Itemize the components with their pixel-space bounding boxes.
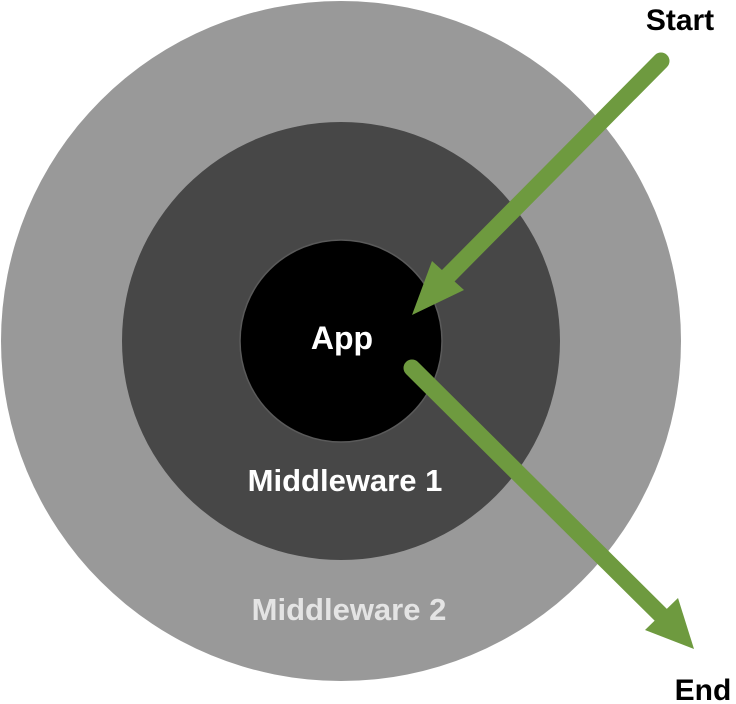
response-arrow-head <box>645 598 694 649</box>
request-arrow-shaft <box>439 52 670 285</box>
end-label: End <box>675 674 732 704</box>
app-core <box>239 239 443 443</box>
request-arrow-head <box>412 261 464 315</box>
middleware-2-label: Middleware 2 <box>252 592 447 627</box>
start-label: Start <box>646 4 714 37</box>
response-arrow-shaft <box>403 359 672 626</box>
app-label: App <box>311 320 373 356</box>
middleware-1-label: Middleware 1 <box>248 463 443 498</box>
response-arrow <box>403 359 694 649</box>
request-arrow <box>412 52 670 315</box>
